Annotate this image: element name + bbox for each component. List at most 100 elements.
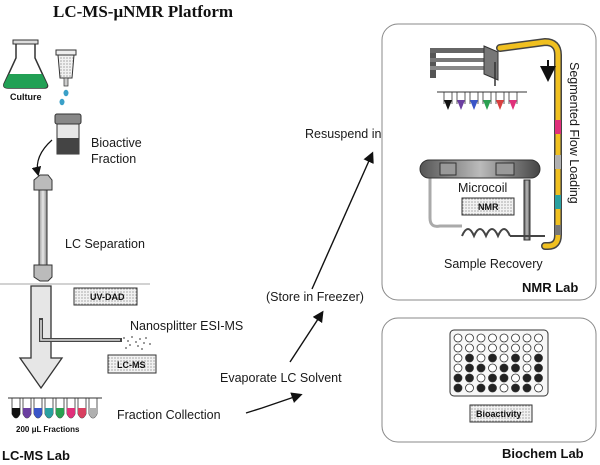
plate-well xyxy=(453,353,463,363)
well-plate-icon xyxy=(449,329,549,397)
plate-well xyxy=(534,333,543,343)
svg-text:Bioactivity: Bioactivity xyxy=(476,409,522,419)
plate-well xyxy=(522,343,532,353)
evaporate-label: Evaporate LC Solvent xyxy=(220,371,342,385)
nmr-box: NMR xyxy=(461,197,515,216)
plate-well xyxy=(488,363,497,373)
culture-label: Culture xyxy=(10,92,42,102)
plate-well xyxy=(453,373,463,383)
plate-well xyxy=(488,373,497,383)
nmr-sample-tubes xyxy=(443,92,518,110)
plate-well xyxy=(511,373,520,383)
fractions-200-label: 200 μL Fractions xyxy=(16,425,80,434)
fraction-tubes xyxy=(8,397,102,419)
nmr-sample-tube xyxy=(495,92,505,110)
nmr-sample-tube xyxy=(508,92,518,110)
plate-well xyxy=(499,373,509,383)
syringe-icon xyxy=(55,49,77,106)
nanosplitter-label: Nanosplitter ESI-MS xyxy=(130,319,243,333)
arrow-to-freezer xyxy=(289,310,324,363)
plate-well xyxy=(465,343,474,353)
plate-well xyxy=(534,383,543,393)
plate-well xyxy=(534,353,543,363)
plate-well xyxy=(453,333,463,343)
lc-separation-label: LC Separation xyxy=(65,237,145,251)
plate-well xyxy=(465,333,474,343)
plate-well xyxy=(488,333,497,343)
microcoil-probe-icon xyxy=(419,159,545,241)
fraction-collection-label: Fraction Collection xyxy=(117,408,221,422)
plate-well xyxy=(476,333,486,343)
plate-well xyxy=(522,383,532,393)
fraction-tube xyxy=(55,398,65,419)
plate-well xyxy=(511,363,520,373)
plate-well xyxy=(499,353,509,363)
svg-text:NMR: NMR xyxy=(478,202,499,212)
arrow-to-evaporate xyxy=(245,392,303,414)
plate-well xyxy=(522,333,532,343)
splitter-tube xyxy=(39,318,122,342)
plate-well xyxy=(488,353,497,363)
fraction-tube xyxy=(44,398,54,419)
plate-well xyxy=(453,343,463,353)
plate-well xyxy=(499,383,509,393)
svg-text:LC-MS: LC-MS xyxy=(117,360,146,370)
fraction-tube xyxy=(88,398,98,419)
nmr-sample-tube xyxy=(456,92,466,110)
plate-well xyxy=(511,353,520,363)
plate-well xyxy=(534,363,543,373)
plate-well xyxy=(534,373,543,383)
bioactivity-box: Bioactivity xyxy=(469,404,533,423)
plate-well xyxy=(511,343,520,353)
bioactive-label: Bioactive xyxy=(91,136,142,150)
nmr-sample-tube xyxy=(443,92,453,110)
plate-well xyxy=(476,373,486,383)
uv-dad-box: UV-DAD xyxy=(73,287,138,306)
plate-well xyxy=(453,363,463,373)
fraction-tube xyxy=(11,398,21,419)
esi-spray xyxy=(123,336,151,350)
bioactive-vial-icon xyxy=(54,113,82,155)
plate-well xyxy=(499,333,509,343)
plate-well xyxy=(476,353,486,363)
nmr-sample-tube xyxy=(469,92,479,110)
nmr-lab-label: NMR Lab xyxy=(522,280,578,295)
sample-recovery-label: Sample Recovery xyxy=(444,257,543,271)
store-freezer-label: (Store in Freezer) xyxy=(266,290,364,304)
flow-arrow xyxy=(31,139,53,177)
plate-well xyxy=(522,373,532,383)
lc-column-icon xyxy=(33,174,53,282)
plate-well xyxy=(499,343,509,353)
culture-flask-icon xyxy=(3,39,49,89)
autosampler-icon xyxy=(430,45,499,86)
plate-well xyxy=(453,383,463,393)
plate-well xyxy=(511,333,520,343)
plate-well xyxy=(511,383,520,393)
diagram-title: LC-MS-μNMR Platform xyxy=(53,2,233,21)
svg-text:UV-DAD: UV-DAD xyxy=(90,292,125,302)
segmented-flow-label: Segmented Flow Loading xyxy=(567,62,581,204)
plate-well xyxy=(522,353,532,363)
plate-well xyxy=(465,363,474,373)
plate-well xyxy=(488,383,497,393)
lc-ms-lab-label: LC-MS Lab xyxy=(2,448,70,463)
plate-well xyxy=(465,353,474,363)
microcoil-label: Microcoil xyxy=(458,181,507,195)
fraction-tube xyxy=(33,398,43,419)
plate-well xyxy=(476,363,486,373)
plate-well xyxy=(488,343,497,353)
plate-well xyxy=(476,383,486,393)
fraction-tube xyxy=(66,398,76,419)
fraction-tube xyxy=(22,398,32,419)
plate-well xyxy=(534,343,543,353)
segmented-flow-tube xyxy=(496,37,562,250)
plate-well xyxy=(465,383,474,393)
biochem-lab-label: Biochem Lab xyxy=(502,446,584,461)
arrow-to-resuspend xyxy=(311,151,374,290)
plate-well xyxy=(465,373,474,383)
nmr-sample-tube xyxy=(482,92,492,110)
fraction-label: Fraction xyxy=(91,152,136,166)
lc-ms-box: LC-MS xyxy=(107,354,157,374)
plate-well xyxy=(476,343,486,353)
